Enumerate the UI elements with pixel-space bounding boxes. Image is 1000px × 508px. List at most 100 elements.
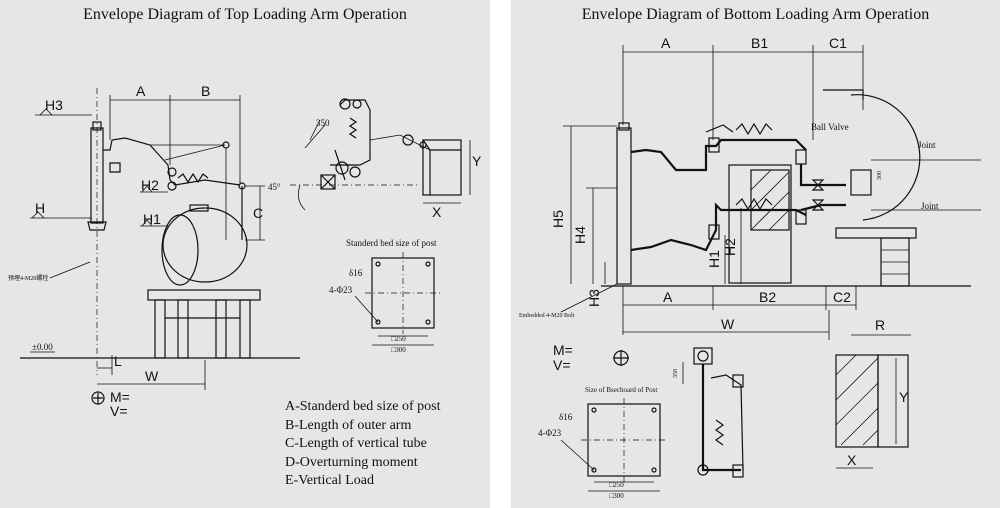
legend-item-e: E-Vertical Load: [285, 473, 375, 488]
h-label: H: [35, 200, 45, 216]
joint-box: [850, 169, 872, 196]
dim-a: A: [109, 83, 171, 165]
dim-l-label: L: [114, 353, 122, 369]
joint1-label: Joint: [918, 140, 936, 150]
dim-c2-label: C2: [833, 289, 851, 305]
legend: A-Standerd bed size of post B-Length of …: [285, 398, 441, 491]
h2-label: H2: [722, 238, 738, 256]
bed-outer: □300: [391, 346, 406, 354]
dim-h2: H2: [722, 208, 742, 284]
post-base: [87, 221, 107, 231]
dim-b-label: B: [201, 83, 210, 99]
dim-b: B: [170, 83, 241, 185]
bed-plate: δ16 4-Φ23 □250 □300: [329, 252, 440, 354]
h4-label: H4: [572, 226, 588, 244]
bed-plate: δ16 4-Φ23 □250 □300: [538, 398, 666, 500]
arm-envelope: [150, 144, 226, 161]
xy-envelope: R Y X: [835, 317, 911, 469]
legend-item-d: D-Overturning moment: [285, 454, 418, 470]
top-loading-diagram: H3 H ±0.00 预埋4-M20螺栓: [8, 83, 482, 419]
y-label: Y: [472, 153, 482, 169]
dim-h4: H4: [572, 187, 617, 284]
post-cap: [92, 121, 102, 131]
bolt-label: Embedded 4-M20 Bolt: [519, 313, 575, 319]
platform-top: [835, 227, 917, 239]
tank-dome: [189, 204, 209, 212]
elevation-label: ±0.00: [32, 342, 53, 352]
lower-joint: [708, 224, 720, 240]
platform-leg-3: [215, 299, 227, 359]
moment-symbol: M= V=: [553, 342, 629, 373]
d350-label: 350: [673, 369, 679, 378]
swing-envelope: [850, 94, 921, 221]
m-label: M=: [553, 342, 573, 358]
ball-valve-label: Ball Valve: [811, 122, 849, 132]
joint2-label: Joint: [921, 201, 939, 211]
upper-joint: [708, 137, 720, 153]
upper-arm: [630, 138, 807, 172]
angle45-label: 45°: [268, 182, 281, 192]
dim-w-label: W: [721, 316, 735, 332]
arm-spring: [177, 172, 209, 184]
top-loading-title: Envelope Diagram of Top Loading Arm Oper…: [83, 6, 407, 23]
y-label: Y: [899, 389, 909, 405]
h1-label: H1: [143, 211, 161, 227]
dim-w: W: [97, 360, 206, 390]
xy-envelope: Y X: [422, 139, 482, 220]
arm-joint: [167, 167, 177, 177]
dim-h5: H5: [550, 125, 617, 284]
h1-label: H1: [706, 250, 722, 268]
legend-item-a: A-Standerd bed size of post: [285, 399, 441, 414]
dim-c: C: [245, 185, 265, 241]
bed-title: Standerd bed size of post: [346, 238, 437, 248]
dim-w-label: W: [145, 368, 159, 384]
h1-level: H1: [140, 211, 168, 227]
dim-top: A B1 C1: [622, 35, 864, 140]
platform-leg-4: [239, 299, 251, 359]
tank-end: [162, 207, 248, 283]
lower-arm: [630, 202, 807, 252]
bolt-note: 预埋4-M20螺栓: [8, 274, 48, 282]
v-label: V=: [553, 357, 571, 373]
bed-inner: □250: [609, 481, 624, 489]
v-label: V=: [110, 403, 128, 419]
x-label: X: [432, 204, 442, 220]
legend-item-c: C-Length of vertical tube: [285, 436, 427, 451]
d350-label: 350: [316, 118, 330, 128]
m-label: M=: [110, 389, 130, 405]
top-loading-panel: Envelope Diagram of Top Loading Arm Oper…: [0, 0, 490, 508]
h3-label: H3: [45, 97, 63, 113]
balance-weight: [109, 162, 121, 173]
dim-bottom: A B2 C2 W: [622, 286, 857, 340]
x-label: X: [847, 452, 857, 468]
bottom-loading-panel: Envelope Diagram of Bottom Loading Arm O…: [511, 0, 1000, 508]
dim-a-label: A: [136, 83, 146, 99]
upper-spring: [735, 122, 773, 136]
bed-thk: δ16: [349, 268, 363, 278]
h-level: H: [30, 200, 92, 219]
bed-title: Size of Bsechoard of Post: [585, 386, 657, 394]
dim-b1-label: B1: [751, 35, 768, 51]
h5-label: H5: [550, 210, 566, 228]
bed-inner: □250: [391, 335, 406, 343]
bed-hole: 4-Φ23: [329, 285, 353, 295]
bed-outer: □300: [609, 492, 624, 500]
h2-label: H2: [141, 177, 159, 193]
swivel-joint-detail: 350 45°: [268, 98, 431, 211]
dim-b2-label: B2: [759, 289, 776, 305]
ball-valve: [811, 179, 825, 191]
dim-a-label: A: [661, 35, 671, 51]
dim-c1-label: C1: [829, 35, 847, 51]
platform-top: [147, 289, 261, 301]
dim-h1: H1: [706, 235, 726, 284]
riser-post: [616, 127, 632, 285]
riser-post: [90, 127, 104, 224]
dim-h3: H3: [586, 262, 606, 307]
dim-c-label: C: [253, 205, 263, 221]
platform-leg-1: [154, 299, 166, 359]
r-label: R: [875, 317, 885, 333]
h3-level: H3: [35, 97, 92, 116]
inner-arm: [103, 137, 169, 166]
moment-symbol: M= V=: [91, 389, 130, 419]
arm-joint-2: [167, 181, 177, 191]
